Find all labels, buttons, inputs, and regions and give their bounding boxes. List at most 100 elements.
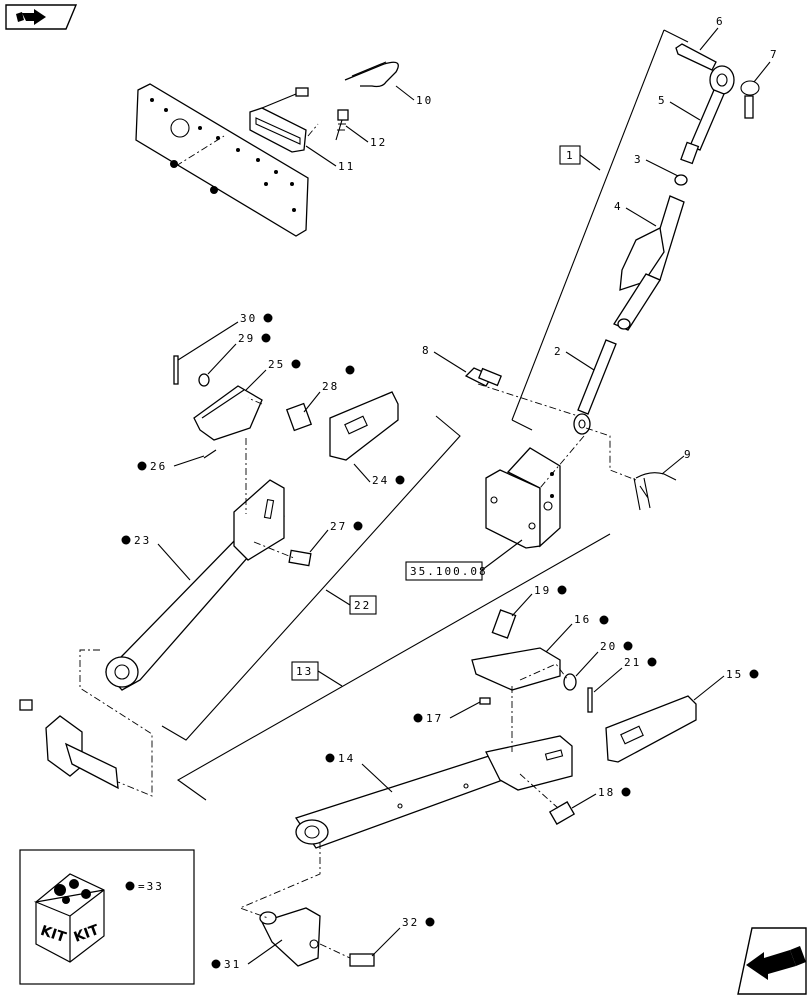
callout-30: 30 <box>177 312 273 361</box>
svg-text:5: 5 <box>658 94 667 107</box>
svg-text:3: 3 <box>634 153 643 166</box>
callout-31: 31 <box>211 939 283 971</box>
svg-text:24: 24 <box>372 474 389 487</box>
svg-text:26: 26 <box>150 460 167 473</box>
callout-26: 26 <box>137 455 205 473</box>
callout-28: 28 <box>303 365 355 413</box>
svg-text:6: 6 <box>716 15 725 28</box>
latch-15 <box>605 695 697 763</box>
callout-6: 6 <box>699 15 725 51</box>
svg-text:35.100.08: 35.100.08 <box>410 565 488 578</box>
callout-27: 27 <box>309 520 363 553</box>
svg-text:19: 19 <box>534 584 551 597</box>
pin-26 <box>203 449 217 459</box>
svg-text:22: 22 <box>354 599 371 612</box>
centerline <box>79 649 153 797</box>
ref-box-13: 13 <box>291 661 343 687</box>
bolt-12 <box>335 109 349 141</box>
callout-5: 5 <box>658 94 701 121</box>
svg-text:12: 12 <box>370 136 387 149</box>
kit-legend: KIT KIT =33 <box>19 849 195 985</box>
pin-10 <box>344 61 399 88</box>
callout-25: 25 <box>245 358 301 391</box>
ref-box-1: 1 <box>559 145 601 171</box>
lift-arm-14 <box>294 735 573 849</box>
pin-19 <box>491 609 517 639</box>
ref-box-22: 22 <box>325 589 377 615</box>
svg-text:25: 25 <box>268 358 285 371</box>
svg-text:1: 1 <box>566 149 575 162</box>
svg-text:4: 4 <box>614 200 623 213</box>
svg-text:21: 21 <box>624 656 641 669</box>
centerline <box>519 773 559 809</box>
svg-text:KIT: KIT <box>38 923 68 946</box>
callout-15: 15 <box>693 668 759 701</box>
svg-text:10: 10 <box>416 94 433 107</box>
callout-14: 14 <box>325 752 393 793</box>
clip-9 <box>633 472 677 511</box>
callout-29: 29 <box>207 332 271 375</box>
svg-text:7: 7 <box>770 48 779 61</box>
svg-text:27: 27 <box>330 520 347 533</box>
arrow-right-icon <box>16 9 46 25</box>
pin-27 <box>288 549 312 567</box>
svg-text:14: 14 <box>338 752 355 765</box>
cotter-21 <box>587 687 593 713</box>
callout-19: 19 <box>511 584 567 617</box>
callout-23: 23 <box>121 534 191 581</box>
callout-4: 4 <box>614 200 657 227</box>
centerline <box>539 435 585 489</box>
callout-18: 18 <box>571 786 631 809</box>
bolt-32 <box>349 953 375 967</box>
kit-box-icon: KIT KIT <box>33 873 105 963</box>
centerline <box>319 943 351 959</box>
nav-forward-button[interactable] <box>5 4 78 30</box>
svg-text:8: 8 <box>422 344 431 357</box>
callout-11: 11 <box>305 145 355 173</box>
group-line-13 <box>176 533 611 801</box>
svg-text:32: 32 <box>402 916 419 929</box>
callout-32: 32 <box>371 916 435 957</box>
callout-20: 20 <box>575 640 633 677</box>
callout-16: 16 <box>545 613 609 653</box>
callout-17: 17 <box>413 701 481 725</box>
callout-8: 8 <box>422 344 467 373</box>
svg-text:=33: =33 <box>138 880 164 893</box>
svg-text:31: 31 <box>224 958 241 971</box>
svg-text:15: 15 <box>726 668 743 681</box>
svg-text:29: 29 <box>238 332 255 345</box>
svg-text:23: 23 <box>134 534 151 547</box>
centerline <box>307 123 319 137</box>
svg-text:28: 28 <box>322 380 339 393</box>
callout-12: 12 <box>345 125 387 149</box>
svg-text:9: 9 <box>684 448 693 461</box>
svg-text:18: 18 <box>598 786 615 799</box>
bracket-16 <box>471 647 561 691</box>
hitch-bracket <box>485 447 561 549</box>
centerline <box>247 397 263 405</box>
svg-text:17: 17 <box>426 712 443 725</box>
callout-21: 21 <box>593 656 657 693</box>
centerline <box>238 842 321 919</box>
arrow-left-icon <box>746 946 806 980</box>
group-line-22 <box>161 415 461 741</box>
nav-back-button[interactable] <box>737 927 807 995</box>
callout-9: 9 <box>661 448 693 475</box>
ref-box-35-100-08[interactable]: 35.100.08 <box>405 539 523 581</box>
pin-17 <box>479 697 491 705</box>
latch-24 <box>329 391 399 461</box>
top-link-assembly <box>573 43 760 435</box>
centerline <box>585 427 637 481</box>
bracket-25 <box>193 385 263 441</box>
pin-18 <box>548 801 576 825</box>
svg-text:2: 2 <box>554 345 563 358</box>
lower-pin-left <box>19 699 119 790</box>
svg-text:20: 20 <box>600 640 617 653</box>
centerline <box>175 135 225 167</box>
callout-2: 2 <box>554 345 595 371</box>
callout-10: 10 <box>395 85 433 107</box>
centerline <box>253 541 295 559</box>
pin-8 <box>464 367 502 387</box>
svg-text:11: 11 <box>338 160 355 173</box>
